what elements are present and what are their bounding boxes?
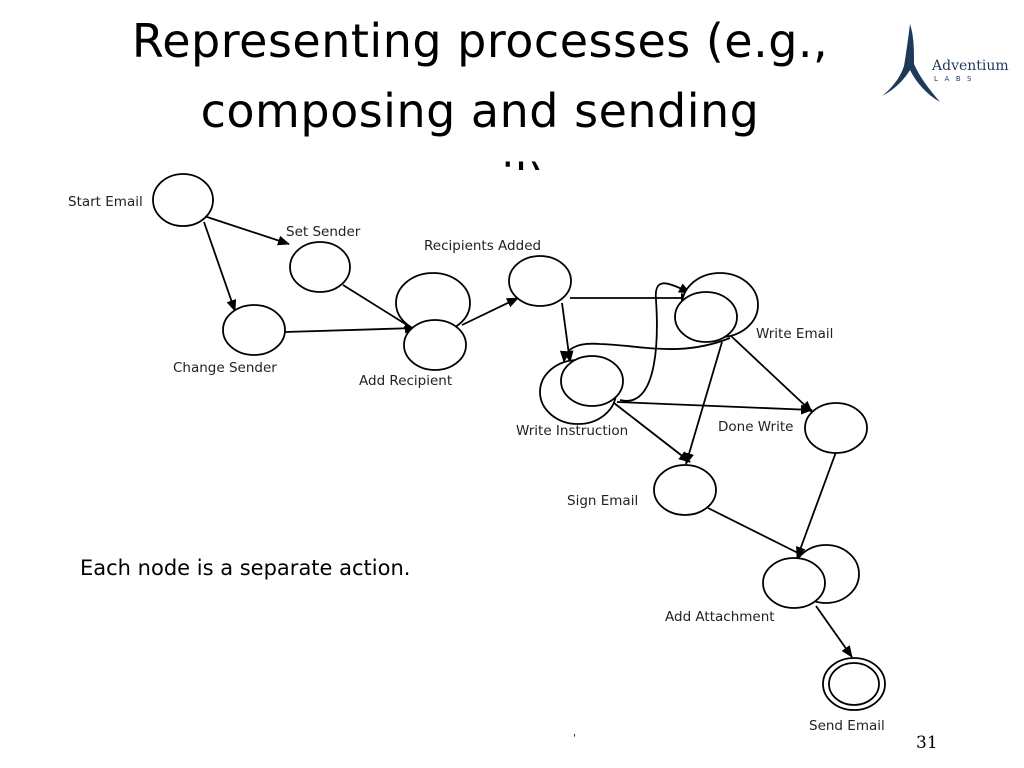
node-done-write — [804, 402, 868, 454]
node-recipients-added — [508, 255, 572, 307]
edge-add-recipient-to-recipients-added — [461, 297, 519, 326]
label-change-sender: Change Sender — [173, 360, 277, 376]
adventium-logo-mark — [882, 24, 940, 102]
label-add-attachment: Add Attachment — [665, 609, 775, 625]
slide-title: Representing processes (e.g., composing … — [100, 6, 860, 170]
edge-write-email-to-done-write — [729, 334, 813, 413]
edge-done-write-to-add-attachment — [796, 451, 837, 559]
label-start-email: Start Email — [68, 194, 143, 210]
label-set-sender: Set Sender — [286, 224, 361, 240]
edge-write-email-to-sign-email — [684, 341, 723, 465]
title-line-1: Representing processes (e.g., — [131, 14, 829, 68]
node-set-sender — [289, 241, 351, 293]
node-send-email-inner — [828, 662, 880, 706]
label-write-email: Write Email — [756, 326, 833, 342]
node-start-email — [152, 173, 214, 227]
edge-start-to-set-sender — [203, 215, 290, 246]
label-add-recipient: Add Recipient — [359, 373, 452, 389]
edge-write-instruction-to-sign-email — [613, 402, 691, 463]
logo-subtitle: LABS — [934, 75, 978, 83]
edge-change-sender-to-add-recipient — [284, 323, 417, 334]
edge-write-instruction-to-write-email-loop — [619, 282, 691, 402]
title-line-2: composing and sending — [200, 84, 760, 138]
page-number: 31 — [916, 733, 938, 753]
node-change-sender — [222, 304, 286, 356]
logo-name: Adventium — [932, 58, 1009, 74]
edge-sign-email-to-add-attachment — [707, 507, 809, 559]
edge-write-email-to-write-instruction-loop — [559, 337, 731, 363]
edge-add-attachment-to-send-email — [815, 605, 853, 658]
label-sign-email: Sign Email — [567, 493, 638, 509]
label-write-instruction: Write Instruction — [516, 423, 628, 439]
node-add-attachment — [762, 557, 826, 609]
edge-set-sender-to-add-recipient — [342, 284, 416, 331]
edge-start-to-change-sender — [203, 221, 237, 312]
label-done-write: Done Write — [718, 419, 793, 435]
node-write-instruction — [560, 355, 624, 407]
label-send-email: Send Email — [809, 718, 885, 734]
node-sign-email — [653, 464, 717, 516]
edge-write-instruction-to-done-write — [616, 401, 813, 415]
footer-mark: ' — [573, 733, 576, 744]
node-write-email — [674, 291, 738, 343]
title-line-3: email). — [100, 146, 860, 170]
slide-caption: Each node is a separate action. — [80, 556, 411, 580]
label-recipients-added: Recipients Added — [424, 238, 541, 254]
node-add-recipient — [403, 319, 467, 371]
